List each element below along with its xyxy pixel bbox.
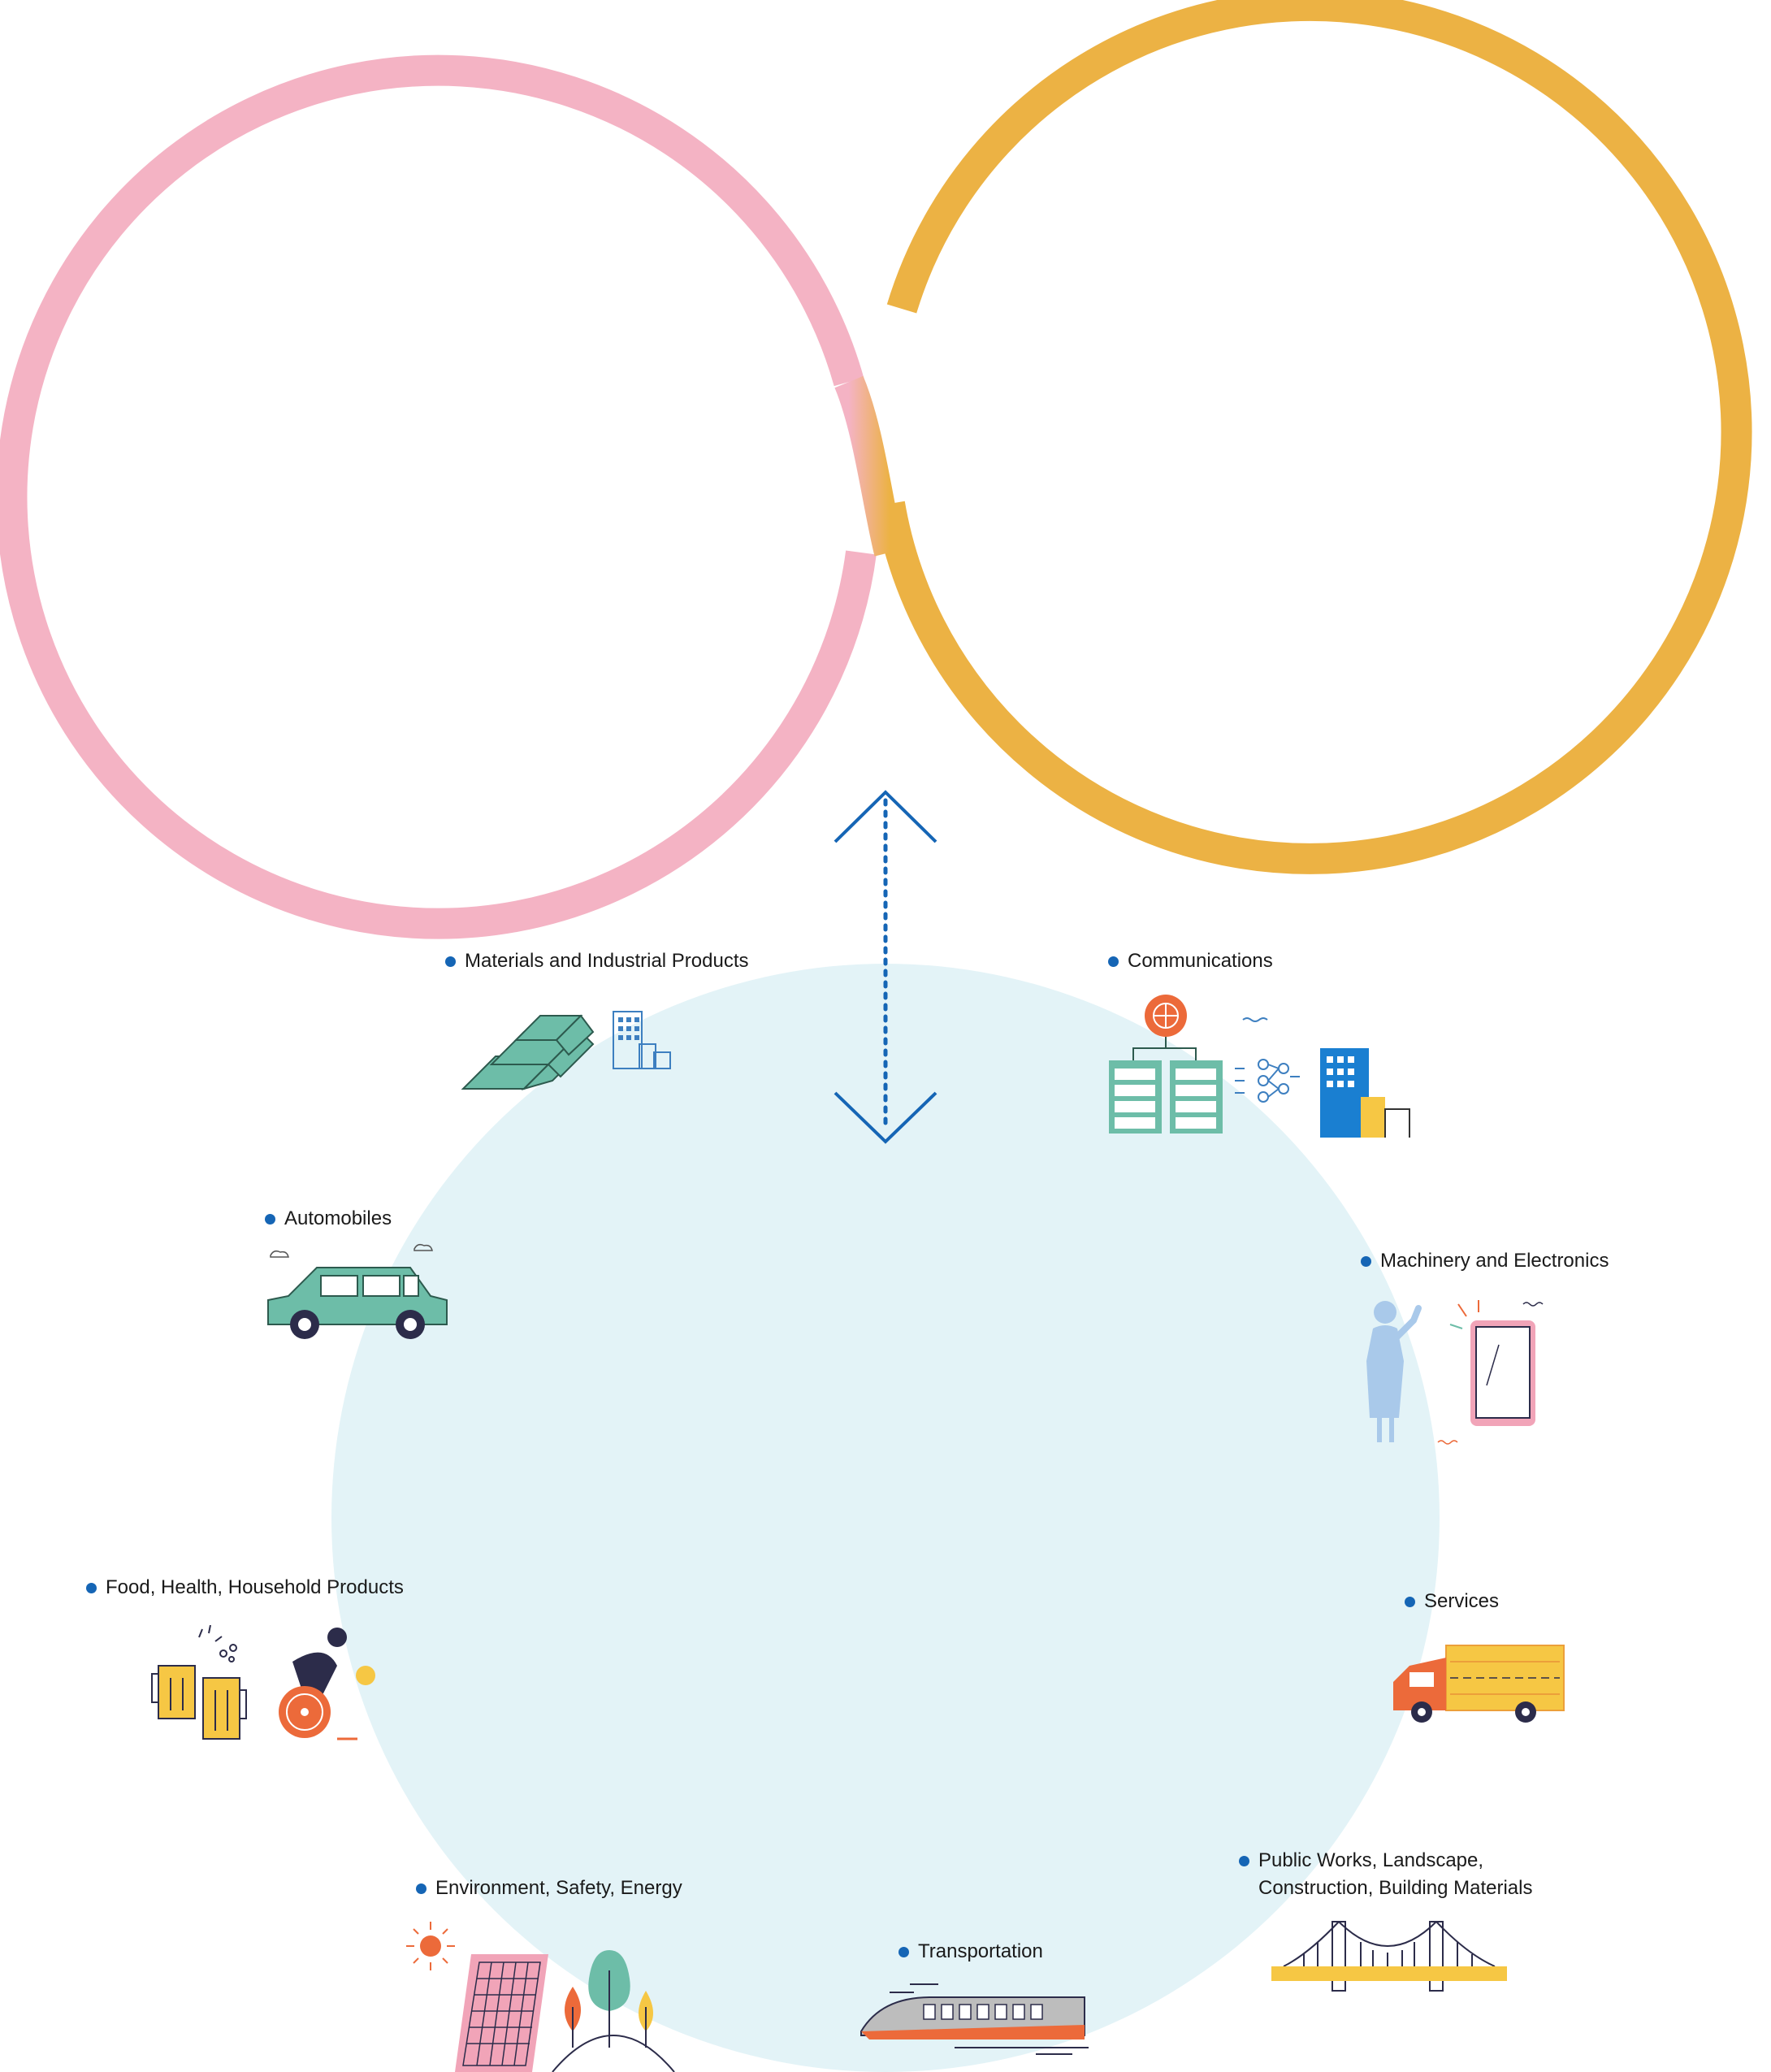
bullet-icon <box>1108 956 1119 967</box>
servers-network-icon <box>1109 995 1410 1138</box>
industries-circle <box>331 964 1440 2072</box>
beer-wheelchair-icon <box>151 1625 375 1740</box>
bullet-icon <box>898 1947 909 1957</box>
solar-trees-icon <box>406 1922 675 2072</box>
industry-publicworks-label: Public Works, Landscape, Construction, B… <box>1239 1847 1533 1902</box>
train-icon <box>860 1983 1089 2055</box>
industry-communications-label: Communications <box>1108 947 1273 975</box>
smartphone-person-icon <box>1366 1300 1544 1445</box>
bullet-icon <box>1361 1256 1371 1267</box>
ring-crossing <box>834 375 905 557</box>
industry-food-label: Food, Health, Household Products <box>86 1574 404 1602</box>
left-ring <box>0 54 877 939</box>
bullet-icon <box>265 1214 275 1225</box>
right-ring <box>874 0 1752 874</box>
bidirectional-arrow <box>834 790 937 1144</box>
bullet-icon <box>1405 1597 1415 1607</box>
truck-icon <box>1393 1645 1565 1723</box>
bullet-icon <box>445 956 456 967</box>
bullet-icon <box>86 1583 97 1593</box>
industry-environment-label: Environment, Safety, Energy <box>416 1875 682 1902</box>
industry-transportation-label: Transportation <box>898 1938 1043 1966</box>
bridge-icon <box>1271 1921 1507 1992</box>
gold-bars-icon <box>461 1011 671 1091</box>
industry-services-label: Services <box>1405 1588 1499 1615</box>
industry-machinery-label: Machinery and Electronics <box>1361 1247 1609 1275</box>
bullet-icon <box>1239 1856 1249 1866</box>
bullet-icon <box>416 1883 427 1894</box>
industry-materials-label: Materials and Industrial Products <box>445 947 749 975</box>
car-icon <box>267 1243 448 1339</box>
industry-automobiles-label: Automobiles <box>265 1205 392 1233</box>
